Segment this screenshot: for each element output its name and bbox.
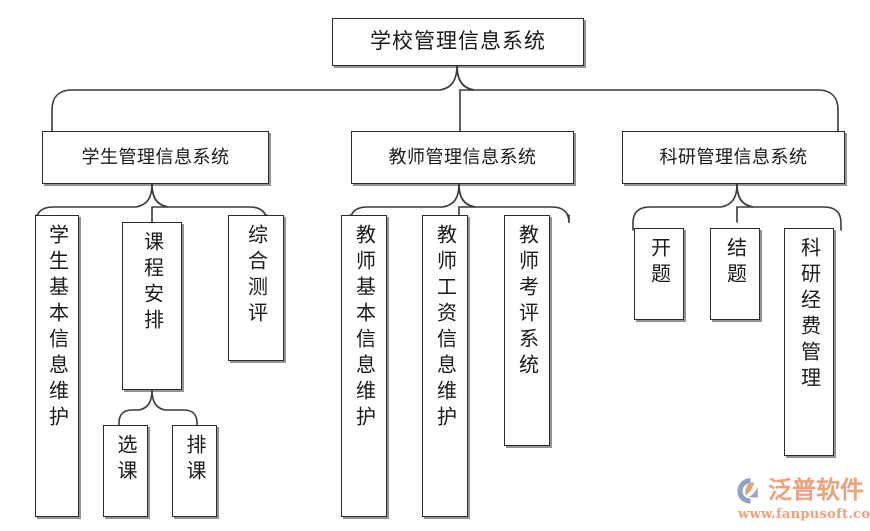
node-teacher-salary-info-label: 教师工资信息维护 xyxy=(433,224,458,432)
node-root-school-mis[interactable]: 学校管理信息系统 xyxy=(332,18,584,66)
node-course-scheduling[interactable]: 排课 xyxy=(172,425,217,517)
node-teacher-mis-label: 教师管理信息系统 xyxy=(388,146,537,168)
brand-url: www.fanpusoft.com xyxy=(738,507,870,522)
node-student-mis-label: 学生管理信息系统 xyxy=(81,146,230,168)
node-student-basic-info[interactable]: 学生基本信息维护 xyxy=(35,215,79,517)
node-project-closing[interactable]: 结题 xyxy=(710,228,760,320)
node-project-opening-label: 开题 xyxy=(647,237,672,289)
connector-course-to-children-left xyxy=(118,389,153,426)
brand-watermark: 泛普软件 www.fanpusoft.com xyxy=(736,474,870,526)
connector-research-to-children-mid xyxy=(736,183,754,223)
node-teacher-basic-info-label: 教师基本信息维护 xyxy=(352,224,377,432)
connector-research-to-children-right xyxy=(736,183,842,231)
node-teacher-mis[interactable]: 教师管理信息系统 xyxy=(351,131,574,184)
node-project-closing-label: 结题 xyxy=(723,237,748,289)
node-teacher-assessment-label: 教师考评系统 xyxy=(515,224,540,380)
node-project-opening[interactable]: 开题 xyxy=(634,228,684,320)
connector-root-to-level2-right xyxy=(456,64,839,132)
node-research-fund-management[interactable]: 科研经费管理 xyxy=(784,228,834,456)
connector-student-to-children-mid xyxy=(151,183,169,223)
node-comprehensive-evaluation[interactable]: 综合测评 xyxy=(228,215,284,361)
node-course-arrangement[interactable]: 课程安排 xyxy=(122,222,182,390)
node-teacher-assessment[interactable]: 教师考评系统 xyxy=(504,215,550,446)
node-student-basic-info-label: 学生基本信息维护 xyxy=(45,224,70,432)
node-research-mis[interactable]: 科研管理信息系统 xyxy=(622,131,845,184)
node-research-mis-label: 科研管理信息系统 xyxy=(659,146,808,168)
connector-research-to-children xyxy=(632,183,738,231)
node-teacher-salary-info[interactable]: 教师工资信息维护 xyxy=(422,215,468,517)
node-research-fund-management-label: 科研经费管理 xyxy=(797,237,822,393)
brand-wordmark: 泛普软件 xyxy=(768,476,864,504)
node-teacher-basic-info[interactable]: 教师基本信息维护 xyxy=(341,215,387,517)
watermark-top-row: 泛普软件 xyxy=(736,474,864,506)
node-student-mis[interactable]: 学生管理信息系统 xyxy=(42,131,269,184)
node-course-scheduling-label: 排课 xyxy=(183,434,207,486)
node-course-selection[interactable]: 选课 xyxy=(103,425,148,517)
fanpu-circle-logo-icon xyxy=(737,477,758,504)
connector-root-to-level2 xyxy=(51,64,458,132)
node-course-selection-label: 选课 xyxy=(114,434,138,486)
connector-root-to-level2-mid xyxy=(456,64,475,132)
node-root-school-mis-label: 学校管理信息系统 xyxy=(370,29,546,54)
node-course-arrangement-label: 课程安排 xyxy=(140,231,165,335)
connector-course-to-children-right xyxy=(151,389,198,426)
node-comprehensive-evaluation-label: 综合测评 xyxy=(244,224,269,328)
